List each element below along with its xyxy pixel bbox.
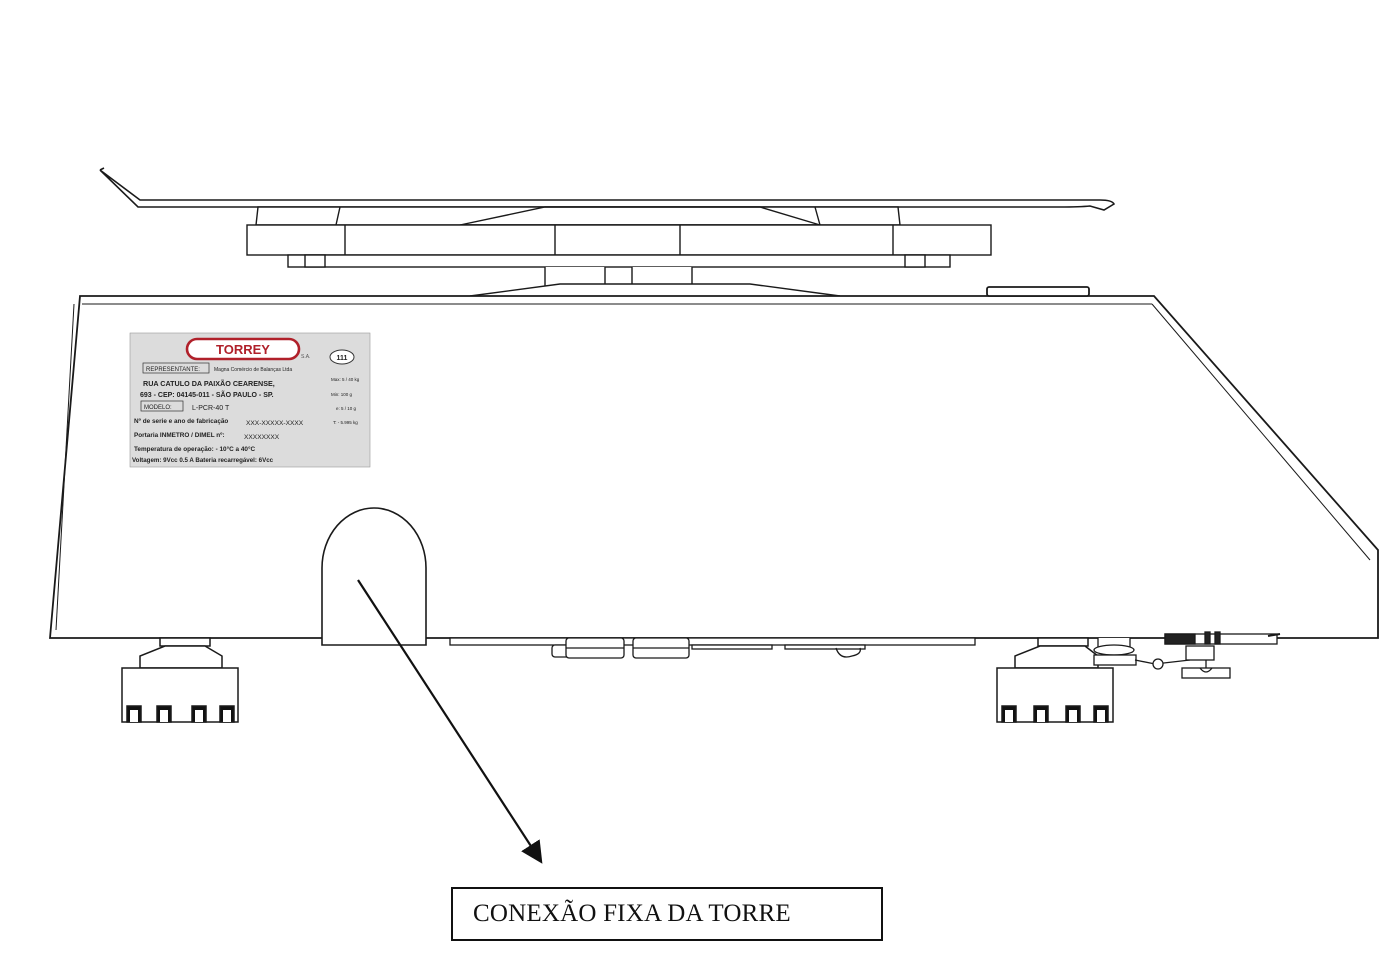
t-spec: T: - 5.995 kg [333,420,358,425]
brand-name: TORREY [216,342,270,357]
callout-box: CONEXÃO FIXA DA TORRE [451,887,883,941]
modelo-value: L-PCR-40 T [192,405,230,412]
torrey-logo: TORREY S.A. [185,337,310,361]
serial-label: Nº de serie e ano de fabricação [134,418,228,425]
min-spec: Min: 100 g [331,392,353,397]
max-spec: Max: 5 / 40 kg [331,377,360,382]
tower-connection-cutout [321,507,427,646]
portaria-value: XXXXXXXX [244,434,280,441]
voltage-spec: Voltagem: 9Vcc 0.5 A Bateria recarregáve… [132,457,274,464]
address-line1: RUA CATULO DA PAIXÃO CEARENSE, [143,379,275,388]
representante-value: Magna Comércio de Balanças Ltda [214,367,292,373]
product-id-label: TORREY S.A. 111 REPRESENTANTE: Magna Com… [129,332,371,468]
weighing-platter [99,167,1116,211]
level-lock-mechanism [1093,631,1281,679]
platter-support [246,206,992,297]
callout-label: CONEXÃO FIXA DA TORRE [473,900,791,927]
portaria-label: Portaria INMETRO / DIMEL nº: [134,432,225,439]
left-foot [121,637,239,723]
callout-arrow [357,579,543,864]
e-spec: e: 5 / 10 g [336,406,357,411]
representante-tag: REPRESENTANTE: [146,367,200,373]
right-foot [996,637,1114,723]
brand-suffix: S.A. [301,354,310,360]
base-connectors [449,637,976,659]
inmetro-badge: 111 [337,355,348,362]
serial-value: XXX-XXXXX-XXXX [246,420,304,427]
modelo-tag: MODELO: [144,405,172,411]
address-line2: 693 - CEP: 04145-011 - SÃO PAULO - SP. [140,390,274,399]
temperature-spec: Temperatura de operação: - 10°C a 40°C [134,445,256,453]
